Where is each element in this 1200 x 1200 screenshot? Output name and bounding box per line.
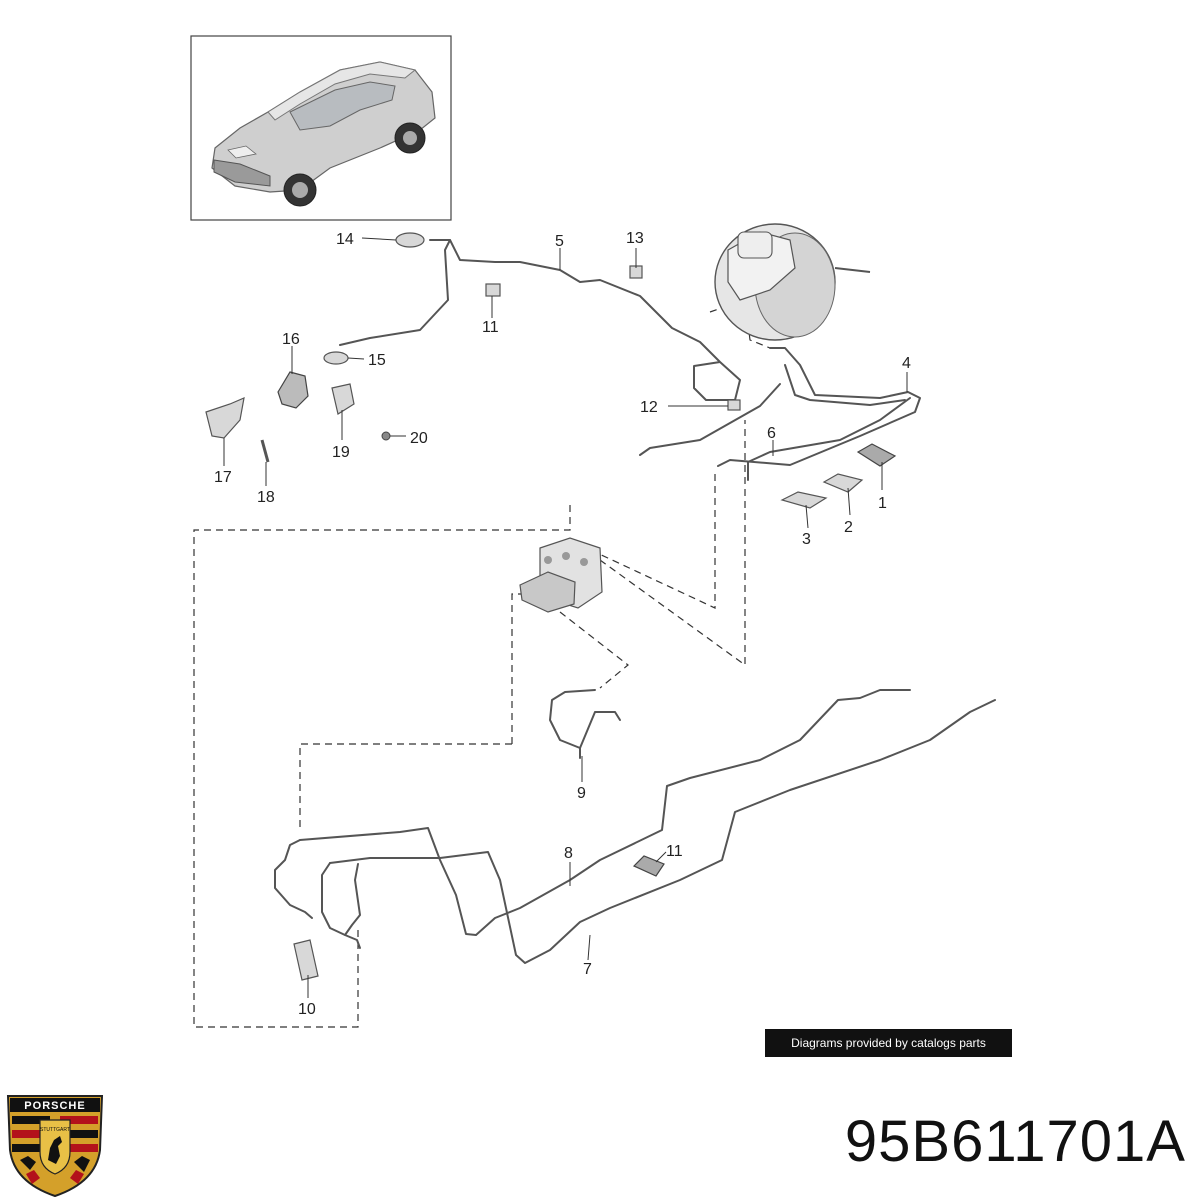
part-14-bracket <box>395 232 425 248</box>
callout-6: 6 <box>767 425 776 442</box>
part-12-clip <box>727 399 741 411</box>
callout-5: 5 <box>555 233 564 250</box>
part-18-bolt <box>260 439 270 463</box>
callout-17: 17 <box>214 469 232 486</box>
part-17-bracket <box>205 397 245 439</box>
brake-lines <box>274 239 996 964</box>
part-19-bracket <box>331 383 355 415</box>
callout-7: 7 <box>583 961 592 978</box>
part-3-clip <box>780 491 828 509</box>
callout-16: 16 <box>282 331 300 348</box>
part-20-nut <box>381 431 391 441</box>
part-1-clip <box>856 443 897 467</box>
dashed-boundary <box>193 299 771 1028</box>
brake-booster-master-cylinder <box>714 223 871 341</box>
crest-city: STUTTGART <box>40 1127 70 1133</box>
crest-wordmark: PORSCHE <box>24 1100 85 1112</box>
callout-11-lower: 11 <box>666 843 683 860</box>
callout-2: 2 <box>844 519 853 536</box>
callout-13: 13 <box>626 230 644 247</box>
catalog-credit-label: Diagrams provided by catalogs parts <box>765 1029 1012 1057</box>
leader-lines <box>223 237 908 998</box>
callout-9: 9 <box>577 785 586 802</box>
callout-8: 8 <box>564 845 573 862</box>
callout-12: 12 <box>640 399 658 416</box>
part-15-clip <box>323 351 349 365</box>
callout-10: 10 <box>298 1001 316 1018</box>
part-2-clip <box>822 473 864 493</box>
callout-20: 20 <box>410 430 428 447</box>
callout-11-upper: 11 <box>482 319 499 336</box>
car-illustration <box>211 61 436 207</box>
part-number: 95B611701A <box>844 1109 1186 1174</box>
callout-15: 15 <box>368 352 386 369</box>
callouts: 1 2 3 4 5 6 7 8 9 10 11 11 12 13 14 15 1… <box>214 230 911 1018</box>
callout-3: 3 <box>802 531 811 548</box>
vehicle-thumbnail <box>190 35 452 221</box>
part-11-clip-upper <box>485 283 501 297</box>
callout-18: 18 <box>257 489 275 506</box>
callout-1: 1 <box>878 495 887 512</box>
callout-4: 4 <box>902 355 911 372</box>
abs-hydraulic-unit <box>519 537 603 613</box>
part-10-clip <box>293 939 319 981</box>
porsche-crest-logo: PORSCHE STUTTGART <box>6 1095 104 1198</box>
callout-14: 14 <box>336 231 354 248</box>
part-16-brake-hose <box>277 371 309 409</box>
callout-19: 19 <box>332 444 350 461</box>
